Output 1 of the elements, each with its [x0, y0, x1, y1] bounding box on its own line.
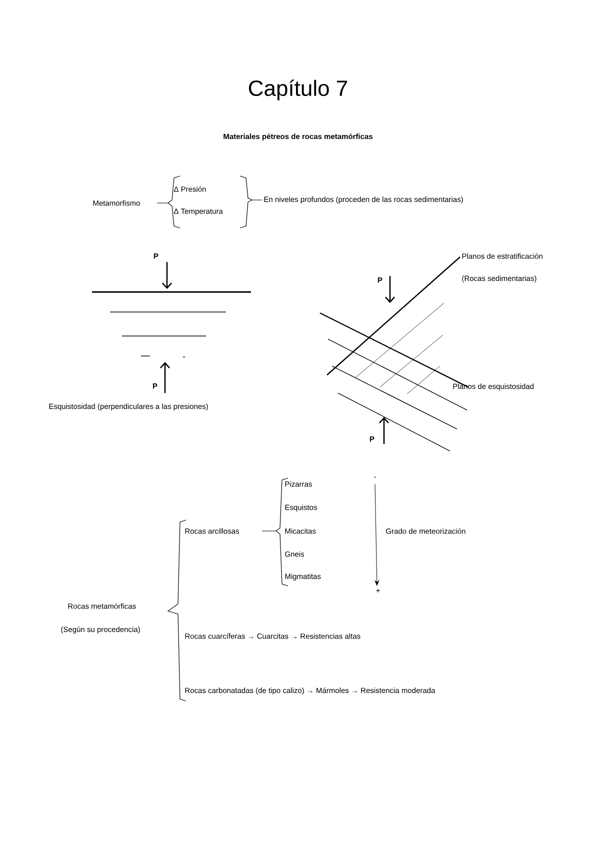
page-title: Capítulo 7	[248, 80, 347, 100]
